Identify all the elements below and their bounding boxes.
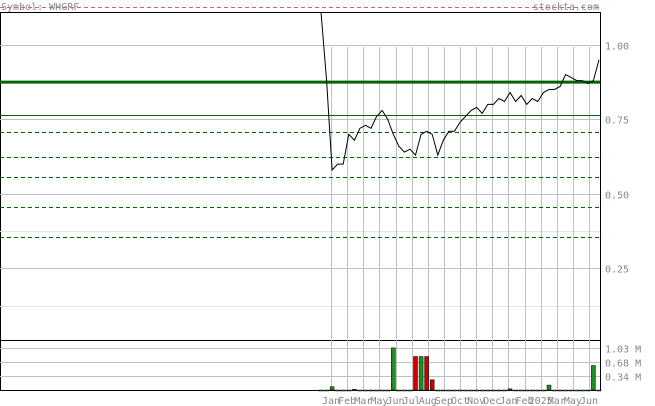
volume-bar [324,389,329,392]
volume-bar [568,389,574,392]
volume-bar [552,389,557,392]
price-tick-label: 0.75 [605,116,629,127]
volume-tick-label: 0.68 M [605,359,641,370]
volume-bar [596,389,602,392]
volume-bar [491,389,496,392]
x-tick-label: May [370,396,388,406]
price-tick-label: 1.00 [605,42,629,53]
x-tick-label: Sep [435,396,453,406]
volume-bar [507,388,513,391]
x-tick-label: Jan [499,396,517,406]
volume-bar [418,356,424,391]
price-layer [320,11,600,172]
volume-bar [580,389,585,392]
x-tick-label: Mar [354,396,372,406]
volume-bar [346,389,352,392]
volume-bar [441,389,446,392]
x-tick-label: Jun [386,396,404,406]
volume-bar [318,389,324,392]
volume-bar [541,389,546,392]
volume-bar [496,389,502,392]
volume-bar [591,365,596,391]
price-tick-label: 0.25 [605,265,629,276]
volume-bar [329,386,335,391]
volume-bar [402,389,407,392]
volume-bar [530,389,535,392]
price-panel-frame [0,12,601,341]
volume-bar [435,389,441,392]
levels-layer [0,80,600,238]
x-tick-label: Jan [322,396,340,406]
x-tick-label: Aug [419,396,437,406]
site-label[interactable]: stockta.com [533,2,599,13]
volume-tick-label: 0.34 M [605,373,641,384]
volume-bar [574,389,580,392]
volume-bar [446,389,452,392]
volume-bar [368,389,374,392]
volume-bar [385,389,390,392]
x-tick-label: Jul [403,396,421,406]
volume-bar [357,389,363,392]
volume-bar [391,347,396,391]
x-tick-label: Oct [451,396,469,406]
volume-bar [546,384,552,391]
volume-bar [457,389,463,392]
price-line [320,11,600,172]
x-tick-label: 2025 [529,396,553,406]
volume-bar [518,389,524,392]
volume-bar [479,389,485,392]
volume-panel-frame [0,340,601,391]
volume-layer [318,347,602,392]
volume-bar [463,389,468,392]
x-tick-label: Jun [580,396,598,406]
grid-layer [0,45,600,390]
volume-bar [413,356,418,391]
x-tick-label: Feb [515,396,533,406]
volume-bar [379,389,385,392]
volume-bar [335,389,340,392]
volume-bar [468,389,474,392]
volume-bar [485,389,491,392]
volume-bar [585,389,591,392]
volume-bar [513,389,518,392]
volume-tick-label: 1.03 M [605,345,641,356]
volume-bar [502,389,507,392]
x-tick-label: Feb [338,396,356,406]
volume-bar [524,389,529,392]
volume-bar [363,389,368,392]
price-tick-label: 0.50 [605,191,629,202]
axis-layer: 1.000.750.500.25JanFebMarMayJunJulAugSep… [322,42,641,406]
volume-bar [429,379,435,391]
volume-bar [474,389,479,392]
volume-bar [424,356,429,391]
volume-bar [340,389,346,392]
volume-bar [396,389,402,392]
volume-bar [563,389,568,392]
x-tick-label: May [564,396,582,406]
volume-bar [374,389,379,392]
x-tick-label: Dec [483,396,501,406]
volume-bar [452,389,457,392]
volume-bar [407,389,413,392]
symbol-label: Symbol: WHGRF [1,2,79,13]
volume-bar [557,389,563,392]
volume-bar [352,388,357,391]
x-tick-label: Nov [467,396,485,406]
volume-bar [535,389,541,392]
x-tick-label: Mar [548,396,566,406]
